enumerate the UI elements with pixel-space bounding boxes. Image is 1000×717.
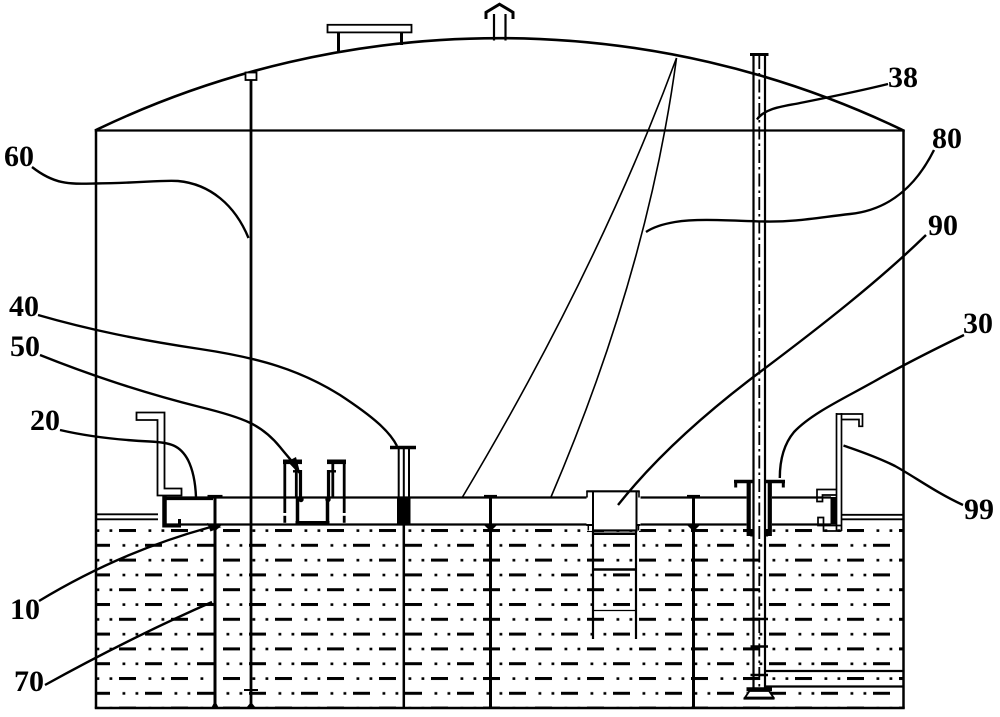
svg-text:38: 38 [888, 61, 918, 94]
svg-text:99: 99 [964, 493, 994, 526]
svg-text:20: 20 [30, 404, 60, 437]
svg-text:60: 60 [4, 140, 34, 173]
svg-text:70: 70 [14, 665, 44, 698]
svg-text:30: 30 [963, 307, 993, 340]
svg-text:40: 40 [9, 290, 39, 323]
svg-text:90: 90 [928, 209, 958, 242]
svg-text:10: 10 [10, 593, 40, 626]
svg-text:80: 80 [932, 122, 962, 155]
svg-text:50: 50 [10, 330, 40, 363]
